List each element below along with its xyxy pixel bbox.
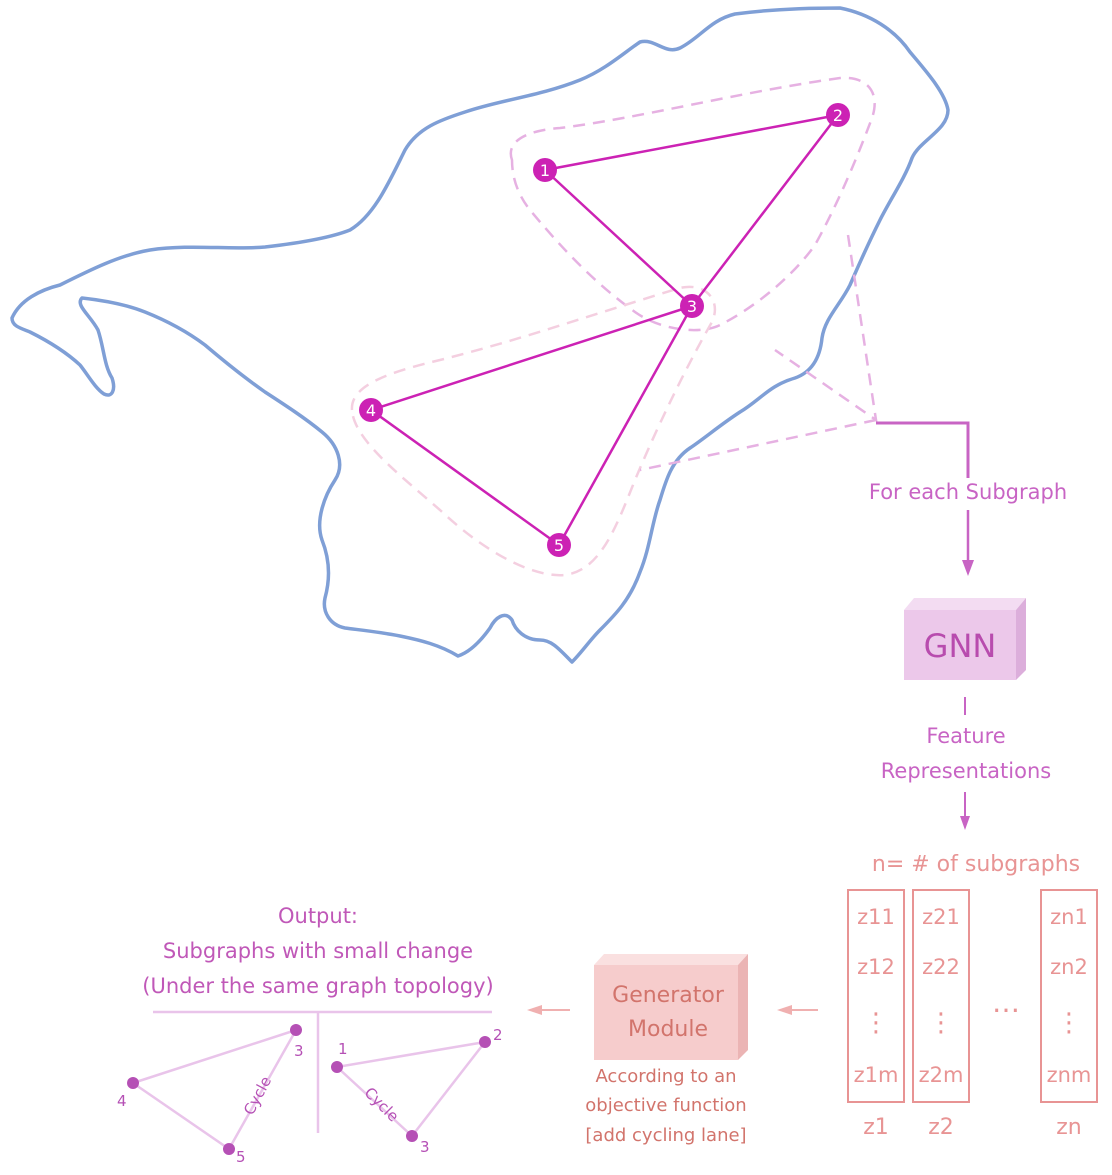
- matrix-cell-z2-2: ⋮: [928, 1008, 954, 1038]
- matrix-column-label-z2: z2: [928, 1115, 954, 1140]
- graph-node-4: [359, 398, 383, 422]
- output-note: (Under the same graph topology): [142, 974, 493, 998]
- graph-node-label-5: 5: [554, 536, 564, 555]
- graph-node-3: [680, 294, 704, 318]
- graph-node-1: [533, 158, 557, 182]
- graph-edge-1-3: [544, 169, 693, 307]
- output-left-cycle-label: Cycle: [240, 1073, 275, 1118]
- matrix-cell-zn-0: zn1: [1050, 905, 1088, 929]
- gnn-box: GNN: [904, 598, 1026, 680]
- output-subgraph-left: 3 4 5 Cycle: [117, 1024, 304, 1166]
- output-right-label-3: 3: [420, 1138, 430, 1156]
- generator-label-line2: Module: [628, 1017, 708, 1042]
- output-right-node-1: [331, 1061, 343, 1073]
- arrow-head-matrix: [960, 816, 970, 830]
- matrix-column-label-z1: z1: [863, 1115, 889, 1140]
- matrix-ellipsis: …: [992, 986, 1020, 1019]
- feature-label-line1: Feature: [926, 724, 1005, 748]
- region-outline: [10, 6, 950, 664]
- output-left-label-5: 5: [236, 1148, 246, 1166]
- graph-edge-3-4: [370, 304, 693, 412]
- matrix-cell-z1-3: z1m: [854, 1063, 899, 1087]
- output-left-node-3: [290, 1024, 302, 1036]
- output-left-label-4: 4: [117, 1092, 127, 1110]
- n-subgraphs-label: n= # of subgraphs: [872, 852, 1080, 877]
- output-left-node-4: [127, 1077, 139, 1089]
- graph-edge-1-2: [544, 113, 839, 172]
- objective-line3: [add cycling lane]: [585, 1125, 746, 1146]
- graph-edge-3-5: [557, 305, 694, 546]
- output-subgraph-right: 1 2 3 Cycle: [331, 1026, 503, 1156]
- graph-nodes: 1 2 3 4 5: [359, 103, 850, 557]
- feature-matrix: z11 z12 ⋮ z1m z1 z21 z22 ⋮ z2m z2 zn1 zn2 ⋮ znm zn: [847, 889, 1098, 1140]
- objective-line2: objective function: [585, 1095, 746, 1116]
- matrix-cell-z1-2: ⋮: [863, 1008, 889, 1038]
- output-right-node-2: [479, 1036, 491, 1048]
- arrow-head-gnn: [962, 560, 974, 576]
- matrix-column-z2: [912, 889, 970, 1103]
- graph-node-label-1: 1: [540, 161, 550, 180]
- output-left-node-5: [223, 1143, 235, 1155]
- gnn-label: GNN: [924, 627, 997, 665]
- generator-label-line1: Generator: [612, 983, 725, 1008]
- graph-edges: [370, 113, 839, 547]
- matrix-cell-z1-1: z12: [857, 955, 895, 979]
- graph-node-label-4: 4: [366, 401, 376, 420]
- output-right-label-1: 1: [338, 1040, 348, 1058]
- selection-lines: [639, 234, 878, 472]
- matrix-cell-z2-3: z2m: [919, 1063, 964, 1087]
- output-right-cycle-label: Cycle: [361, 1084, 403, 1126]
- matrix-cell-zn-1: zn2: [1050, 955, 1088, 979]
- subgraph-hull-lower: [350, 285, 717, 577]
- objective-line1: According to an: [595, 1066, 736, 1087]
- matrix-column-z1: [847, 889, 905, 1103]
- graph-node-label-2: 2: [833, 106, 843, 125]
- matrix-cell-z1-0: z11: [857, 905, 895, 929]
- output-left-label-3: 3: [294, 1042, 304, 1060]
- subgraph-hull-upper: [509, 76, 876, 332]
- graph-edge-2-3: [691, 114, 839, 307]
- output-title: Output:: [278, 904, 358, 928]
- arrow-head-generator: [777, 1005, 792, 1015]
- graph-node-label-3: 3: [687, 297, 697, 316]
- matrix-cell-zn-2: ⋮: [1056, 1008, 1082, 1038]
- flow-connector: [876, 421, 970, 478]
- graph-node-2: [826, 103, 850, 127]
- feature-label-line2: Representations: [881, 759, 1051, 783]
- arrow-head-output: [527, 1005, 542, 1015]
- for-each-subgraph-label: For each Subgraph: [869, 480, 1067, 504]
- graph-edge-4-5: [370, 408, 560, 547]
- matrix-cell-zn-3: znm: [1047, 1063, 1092, 1087]
- output-right-label-2: 2: [493, 1026, 503, 1044]
- output-subtitle: Subgraphs with small change: [163, 939, 473, 963]
- generator-box: Generator Module: [594, 954, 748, 1060]
- matrix-column-zn: [1040, 889, 1098, 1103]
- matrix-cell-z2-0: z21: [922, 905, 960, 929]
- output-right-node-3: [406, 1130, 418, 1142]
- matrix-cell-z2-1: z22: [922, 955, 960, 979]
- graph-node-5: [547, 533, 571, 557]
- matrix-column-label-zn: zn: [1056, 1115, 1082, 1140]
